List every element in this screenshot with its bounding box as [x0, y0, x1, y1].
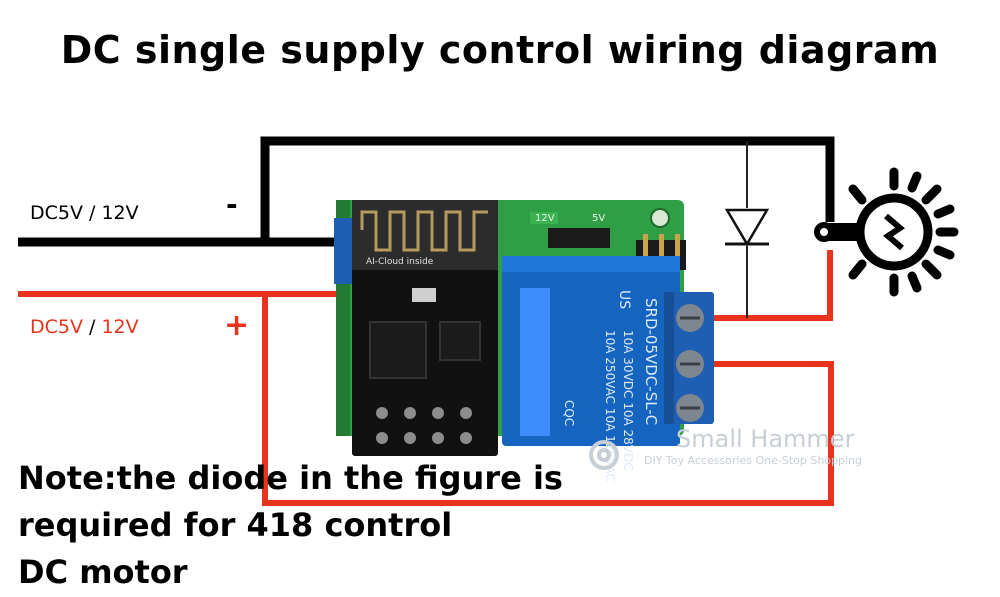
pos-voltage-suffix: 12V: [101, 316, 139, 338]
neg-top-loop-wire: [260, 136, 835, 242]
header-pins: [643, 234, 680, 274]
silk-5v-label: 5V: [592, 213, 605, 224]
wiring-note: Note:the diode in the figure is required…: [18, 455, 658, 596]
watermark-tagline: DIY Toy Accessories One-Stop Shopping: [644, 454, 863, 467]
watermark-brand: Small Hammer: [676, 425, 855, 453]
flash-chip: [439, 321, 481, 361]
blue-input-terminal: [334, 218, 352, 284]
page-title: DC single supply control wiring diagram: [60, 28, 940, 72]
lamp-return-wire: [712, 250, 833, 321]
silk-12v-label: 12V: [535, 213, 555, 224]
esp-chip: [369, 321, 427, 379]
crystal: [412, 288, 436, 302]
pos-voltage-separator: /: [82, 316, 102, 338]
diode-icon: [724, 208, 770, 247]
pos-lower-loop-wire: [262, 294, 834, 506]
relay: US CQC 10A 250VAC 10A 125VAC 10A 30VDC 1…: [502, 256, 680, 482]
note-line-3: DC motor: [18, 553, 188, 591]
antenna-trace: [360, 210, 488, 252]
silk-pad-12v: [530, 212, 558, 224]
wifi-module: AI-Cloud inside: [352, 200, 498, 456]
positive-wiring: [18, 250, 834, 506]
output-terminal: [664, 292, 714, 424]
note-line-2: required for 418 control: [18, 506, 453, 544]
relay-label-window: [520, 288, 550, 436]
light-bulb-icon: [814, 167, 959, 297]
relay-brand: CQC: [562, 400, 576, 426]
diode-branch: [724, 141, 770, 318]
jumper-header: [548, 228, 610, 248]
terminal-screws: [676, 304, 704, 422]
watermark-gear-icon: [589, 440, 619, 470]
relay-rating-2: 10A 30VDC 10A 28VDC: [621, 330, 635, 471]
module-pins: [376, 407, 472, 444]
negative-wiring: [18, 136, 835, 247]
relay-model: SRD-05VDC-SL-C: [642, 298, 660, 425]
note-line-1: Note:the diode in the figure is: [18, 459, 563, 497]
neg-voltage-label: DC5V / 12V: [30, 202, 139, 224]
pos-voltage-prefix: DC5V: [30, 316, 83, 338]
relay-ul-mark: US: [616, 290, 632, 309]
module-label: AI-Cloud inside: [366, 257, 434, 267]
pos-voltage-label: DC5V / 12V: [30, 316, 139, 338]
pos-sign: +: [224, 308, 250, 343]
neg-sign: -: [226, 188, 238, 221]
mount-hole: [650, 208, 670, 228]
